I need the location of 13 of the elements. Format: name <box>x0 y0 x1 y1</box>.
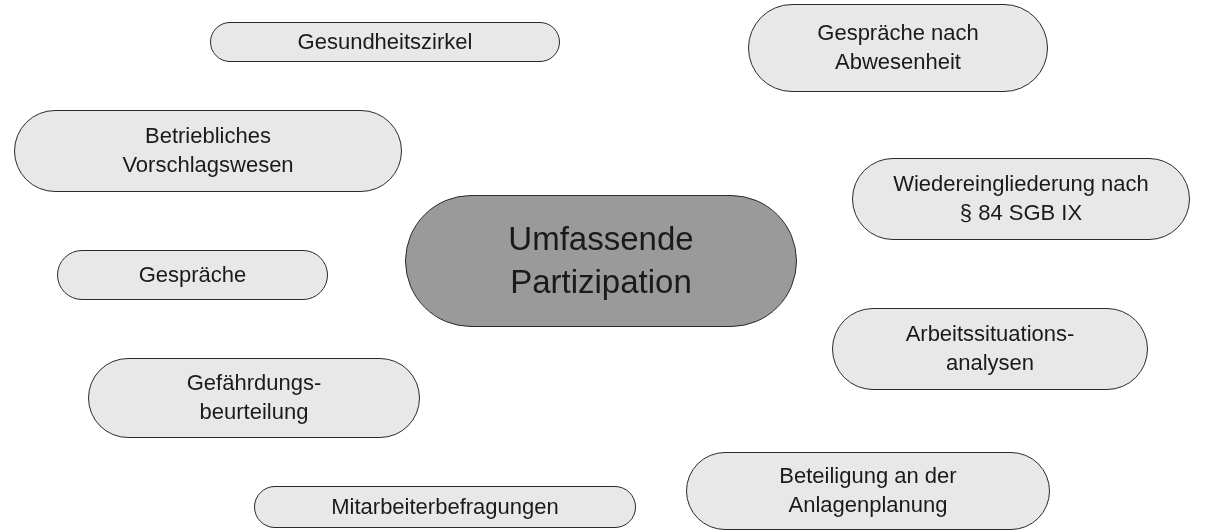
node-label: Gesundheitszirkel <box>297 27 473 56</box>
node-label: Umfassende Partizipation <box>507 219 695 302</box>
node-label: Gespräche nach Abwesenheit <box>816 19 980 76</box>
pill-node <box>57 250 328 300</box>
node-label: Betriebliches Vorschlagswesen <box>121 122 295 179</box>
node-label: Beteiligung an der Anlagenplanung <box>778 462 958 519</box>
node-label: Mitarbeiterbefragungen <box>331 492 559 521</box>
node-label: Wiedereingliederung nach § 84 SGB IX <box>892 170 1150 227</box>
node-label: Gefährdungs- beurteilung <box>185 369 323 426</box>
pill-node <box>210 22 560 62</box>
node-label: Arbeitssituations- analysen <box>904 320 1076 377</box>
pill-node <box>254 486 636 528</box>
node-label: Gespräche <box>138 260 247 289</box>
